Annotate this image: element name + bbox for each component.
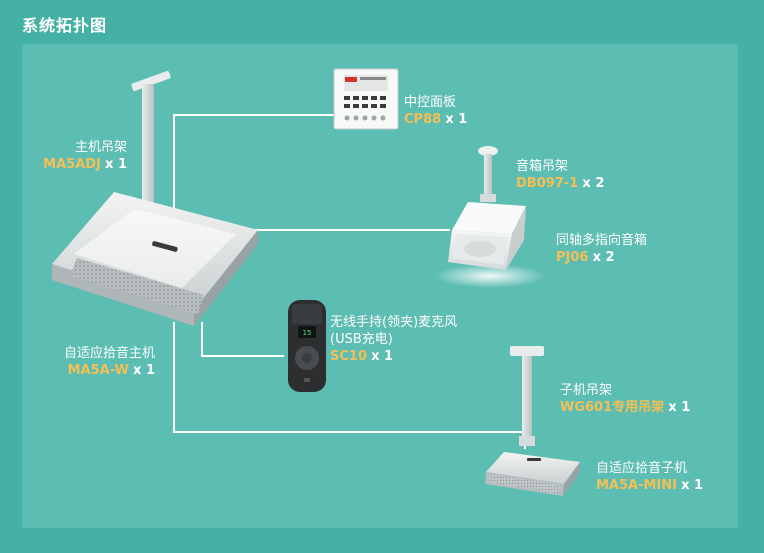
mic-name-line1: 无线手持(领夹)麦克风 [330,315,458,330]
sub-unit-name: 自适应拾音子机 [596,461,688,476]
speaker-bracket-icon [478,146,498,202]
main-unit-qty: x 1 [133,363,155,378]
main-bracket-model: MA5ADJ [43,157,101,172]
sub-bracket-name: 子机吊架 [560,383,613,398]
sub-bracket-model: WG601专用吊架 [560,400,665,415]
wireless-mic-icon: 15 [288,300,326,392]
label-main-unit: 自适应拾音主机 MA5A-W x 1 [64,345,155,379]
control-panel-name: 中控面板 [404,95,457,110]
sub-array-mic-icon [485,452,580,496]
main-unit-name: 自适应拾音主机 [63,346,155,361]
sub-unit-qty: x 1 [681,478,704,493]
sub-unit-model: MA5A-MINI [596,478,677,493]
speaker-bracket-qty: x 2 [582,176,605,191]
mic-display-level: 15 [303,329,312,337]
main-bracket-icon [131,70,171,214]
topology-diagram: 15 [52,68,580,496]
ceiling-speaker-icon [434,202,546,288]
label-speaker: 同轴多指向音箱 PJ06 x 2 [556,232,647,266]
topology-panel: 15 主机吊架 MA5ADJ x 1 自适应拾音主机 MA5A-W x 1 中控… [22,44,738,528]
control-panel-model: CP88 [404,112,442,127]
control-panel-qty: x 1 [445,112,468,127]
speaker-qty: x 2 [592,250,615,265]
main-bracket-qty: x 1 [105,157,127,172]
line-to-mic [201,322,284,357]
mic-qty: x 1 [371,349,394,364]
label-mic: 无线手持(领夹)麦克风 (USB充电) SC10 x 1 [330,314,457,365]
sub-bracket-icon [510,346,544,446]
mic-model: SC10 [330,349,367,364]
sub-bracket-qty: x 1 [668,400,691,415]
main-unit-model: MA5A-W [67,363,129,378]
label-speaker-bracket: 音箱吊架 DB097-1 x 2 [516,158,604,192]
main-bracket-name: 主机吊架 [74,140,127,155]
label-sub-unit: 自适应拾音子机 MA5A-MINI x 1 [596,460,703,494]
mic-name-line2: (USB充电) [330,332,393,347]
line-to-control-panel [173,114,334,209]
main-unit-icon [52,192,258,326]
speaker-model: PJ06 [556,250,589,265]
speaker-name: 同轴多指向音箱 [556,233,648,248]
page-title: 系统拓扑图 [22,16,108,35]
speaker-bracket-model: DB097-1 [516,176,579,191]
control-panel-icon [333,68,399,130]
speaker-bracket-name: 音箱吊架 [516,159,569,174]
label-control-panel: 中控面板 CP88 x 1 [404,94,467,128]
label-main-bracket: 主机吊架 MA5ADJ x 1 [43,139,127,173]
label-sub-bracket: 子机吊架 WG601专用吊架 x 1 [560,382,690,416]
